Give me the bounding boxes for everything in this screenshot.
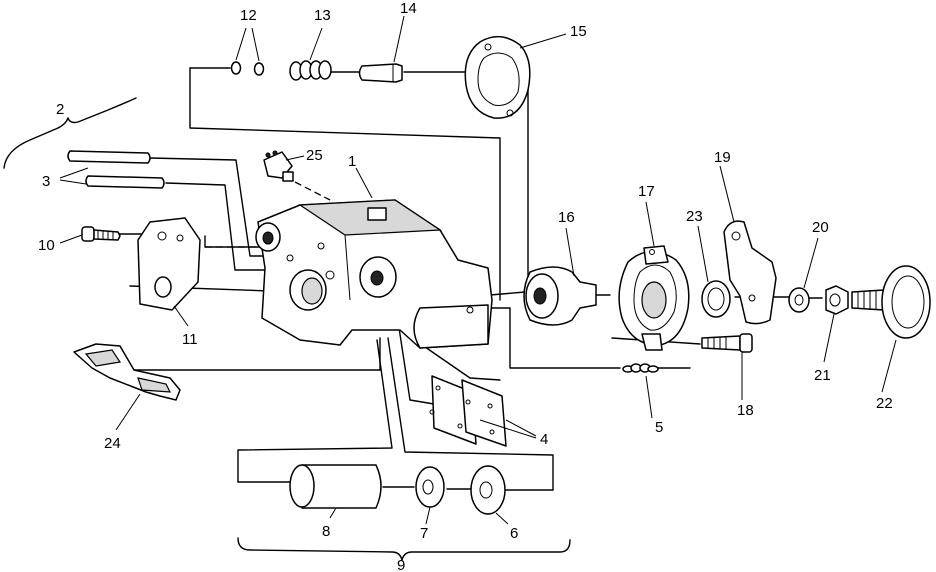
callout-labels: 1 2 3 4 5 6 7 8 9 10 11 12 13 14 15 16 1… (38, 0, 893, 572)
part-cylinder (289, 464, 382, 509)
callout-leaders (59, 15, 897, 525)
part-adjuster-knob (851, 265, 931, 339)
part-plunger (358, 63, 403, 83)
part-thick-washer (470, 465, 506, 515)
part-washer (701, 280, 731, 318)
part-cover (618, 245, 690, 351)
callout-15: 15 (570, 23, 587, 40)
callout-2: 2 (56, 101, 64, 118)
callout-7: 7 (420, 525, 428, 542)
part-o-rings (230, 61, 265, 76)
part-fitting (263, 150, 294, 182)
callout-18: 18 (737, 402, 754, 419)
callout-21: 21 (814, 367, 831, 384)
part-gasket (464, 36, 531, 119)
callout-16: 16 (558, 209, 575, 226)
callout-9: 9 (397, 557, 405, 572)
callout-4: 4 (540, 431, 548, 448)
callout-5: 5 (655, 419, 663, 436)
part-screw (81, 226, 121, 242)
part-bracket (723, 220, 777, 325)
callout-1: 1 (348, 153, 356, 170)
callout-22: 22 (876, 395, 893, 412)
callout-10: 10 (38, 237, 55, 254)
part-small-washer (788, 287, 810, 313)
part-nozzle (523, 266, 597, 326)
part-thin-washer (415, 466, 445, 508)
group-braces (3, 97, 571, 561)
callout-17: 17 (638, 183, 655, 200)
callout-13: 13 (314, 7, 331, 24)
part-cap-screw (701, 333, 753, 353)
part-clip (622, 363, 659, 373)
callout-25: 25 (306, 147, 323, 164)
part-cover-plate (137, 217, 201, 311)
part-nut (825, 285, 849, 315)
callout-6: 6 (510, 525, 518, 542)
callout-23: 23 (686, 208, 703, 225)
part-main-body (255, 199, 493, 349)
part-mount-bracket (73, 343, 181, 401)
part-spring (289, 60, 332, 81)
callout-19: 19 (714, 149, 731, 166)
part-reed-blocks (429, 375, 507, 447)
callout-11: 11 (182, 331, 198, 348)
callout-8: 8 (322, 523, 330, 540)
callout-24: 24 (104, 435, 121, 452)
callout-12: 12 (240, 7, 257, 24)
callout-14: 14 (400, 0, 417, 17)
callout-3: 3 (42, 173, 50, 190)
callout-20: 20 (812, 219, 829, 236)
part-pins (67, 150, 165, 189)
